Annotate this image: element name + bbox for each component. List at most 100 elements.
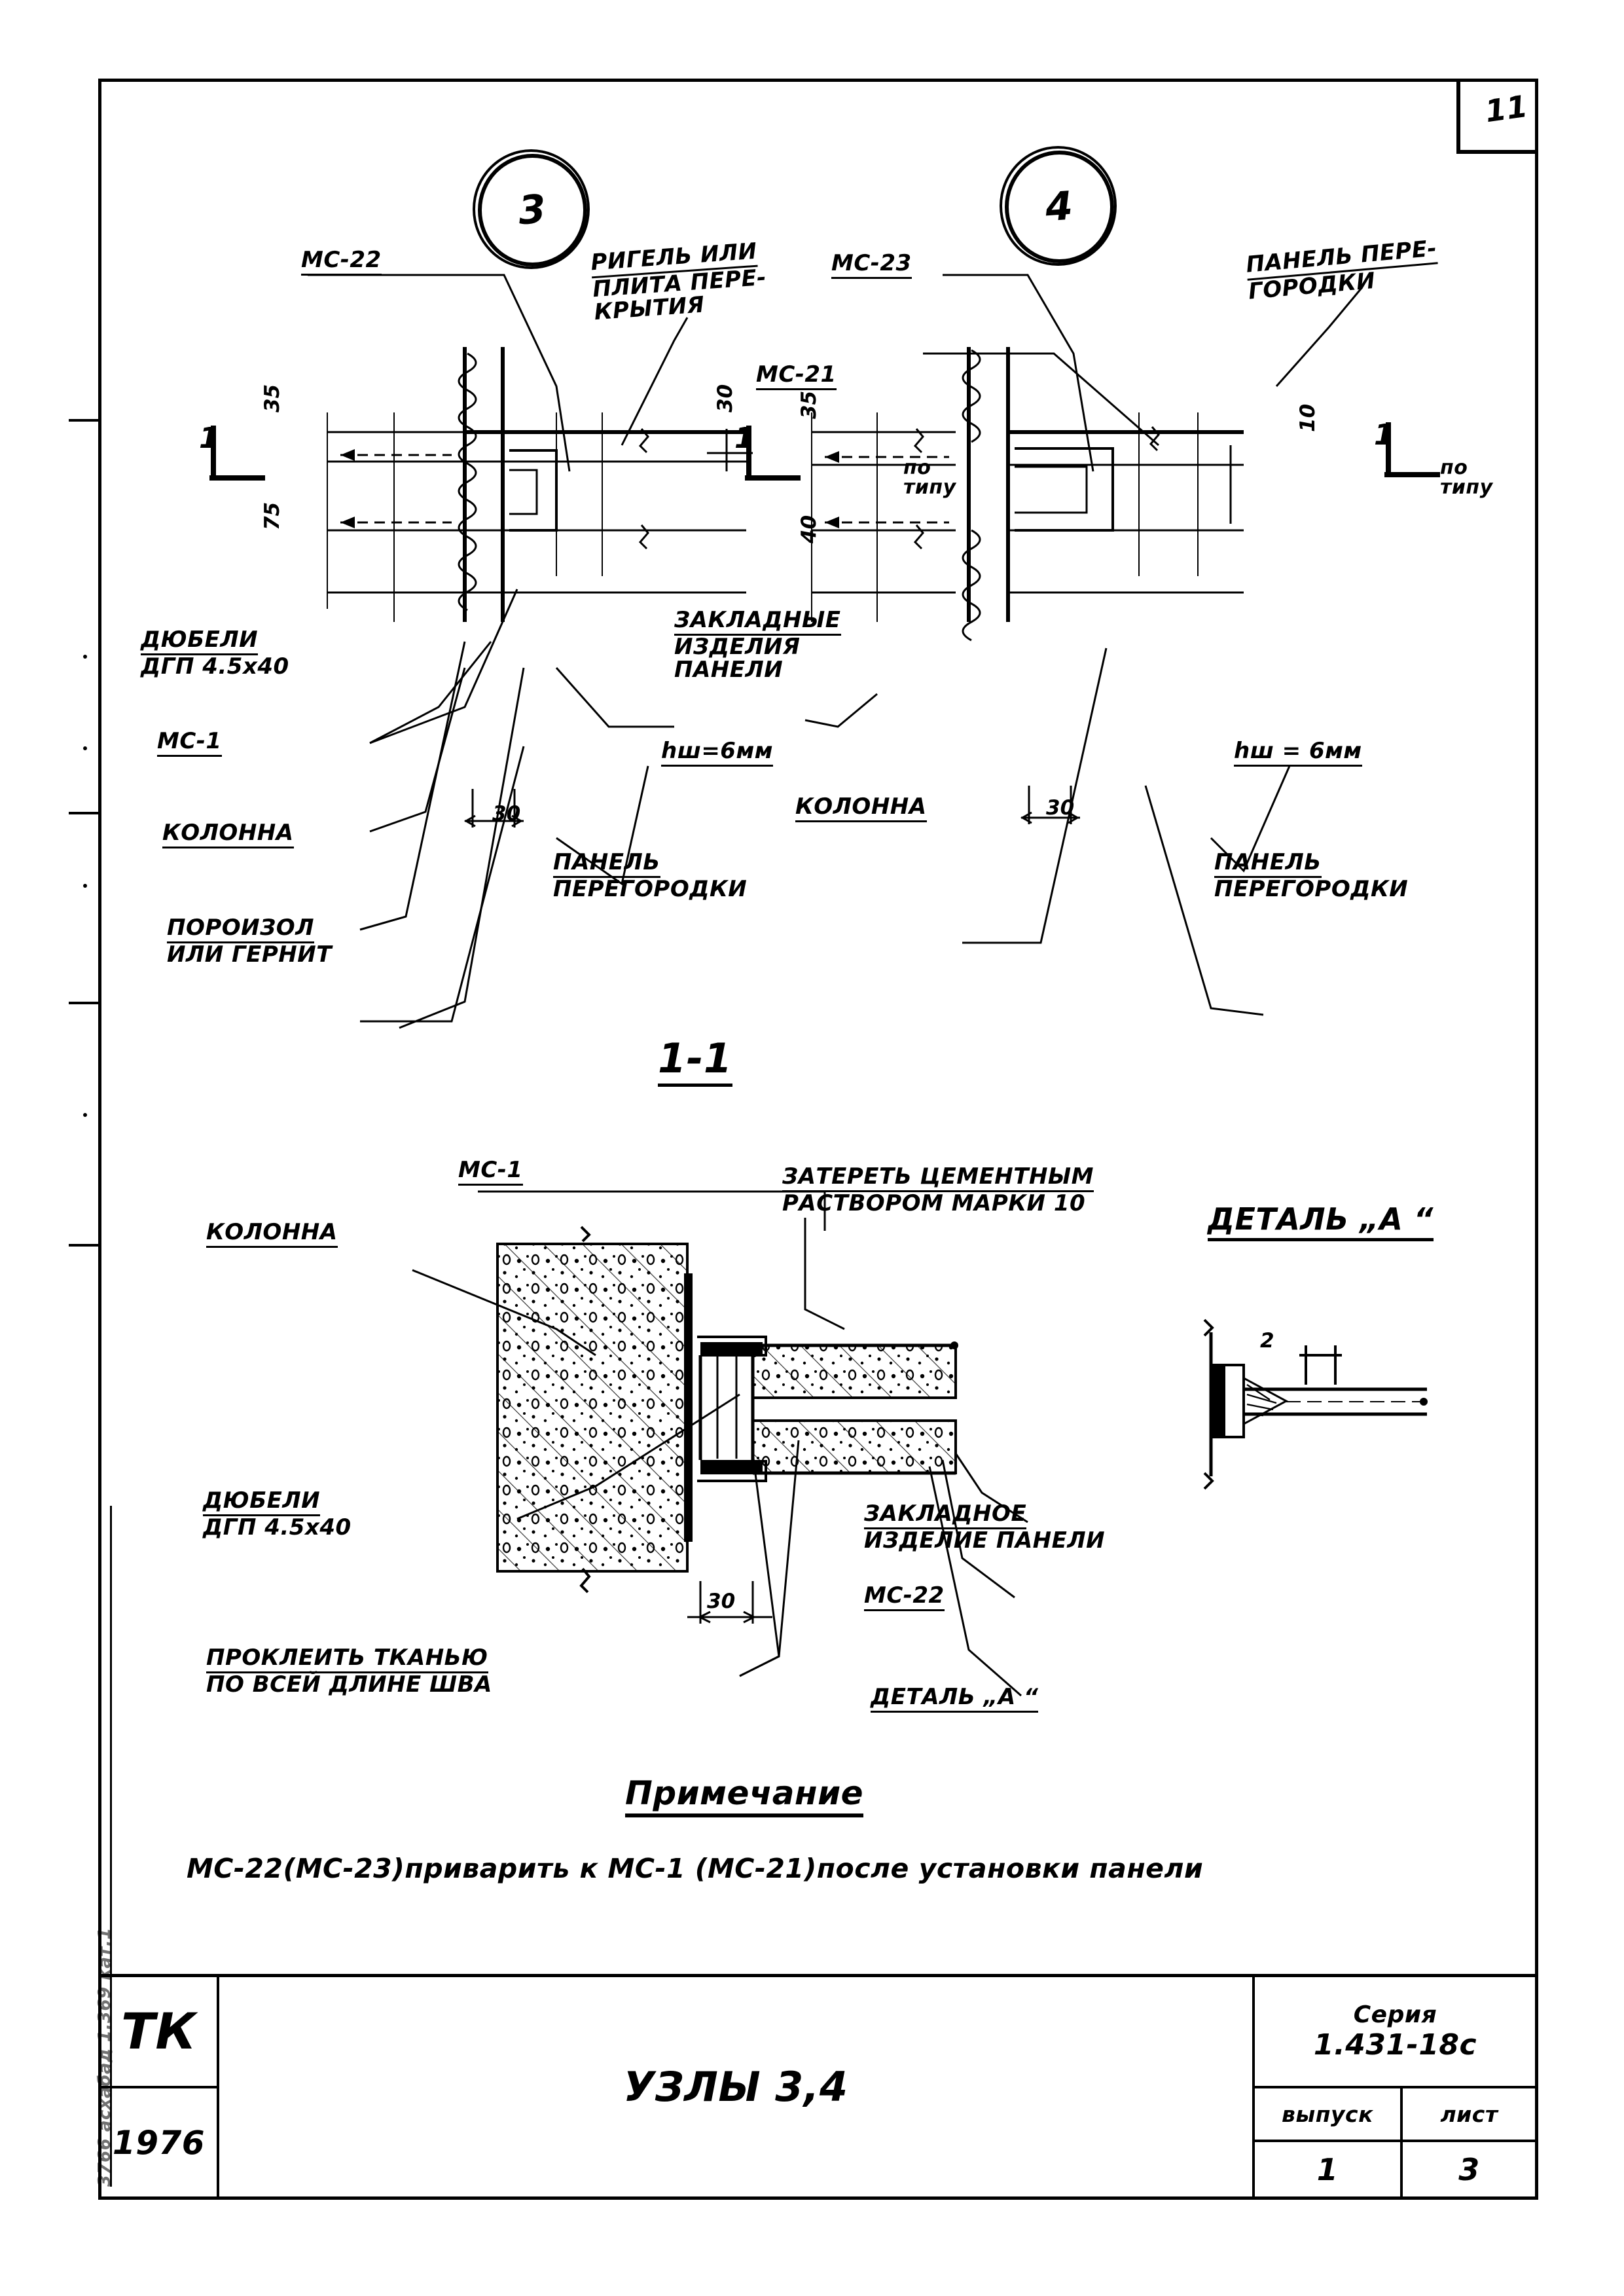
node-bubble-3-outer: [473, 149, 590, 269]
note-heading-text: Примечание: [625, 1774, 864, 1817]
label-hsh-node3: hш=6мм: [661, 739, 774, 767]
node4-po-tipu-left-line1: по: [903, 456, 931, 479]
svg-text:1: 1: [1374, 418, 1394, 452]
label-prokleit: ПРОКЛЕИТЬ ТКАНЬЮ ПО ВСЕЙ ДЛИНЕ ШВА: [206, 1646, 492, 1698]
node4-po-tipu-right: по типу: [1440, 458, 1493, 498]
title-block-year: 1976: [112, 2124, 206, 2162]
node3-geometry: [327, 347, 753, 622]
label-panel-peregorodki-right: ПАНЕЛЬ ПЕРЕГОРОДКИ: [1214, 850, 1409, 902]
label-dubeli-sec-line2: ДГП 4.5х40: [203, 1514, 352, 1540]
label-dubeli3-line2: ДГП 4.5х40: [141, 653, 289, 680]
label-zakladnoe-izdelie: ЗАКЛАДНОЕ ИЗДЕЛИЕ ПАНЕЛИ: [864, 1502, 1106, 1554]
title-block-series-label: Серия: [1353, 2001, 1437, 2028]
title-block-drawing-title: УЗЛЫ 3,4: [623, 2063, 848, 2111]
label-poroizol: ПОРОИЗОЛ ИЛИ ГЕРНИТ: [167, 916, 332, 968]
label-detail-a-ref-text: ДЕТАЛЬ „А “: [871, 1685, 1039, 1713]
label-mc1-section: МС-1: [458, 1158, 523, 1186]
label-dubeli-node3: ДЮБЕЛИ ДГП 4.5х40: [141, 628, 289, 680]
label-panel-right-line2: ПЕРЕГОРОДКИ: [1214, 875, 1409, 902]
title-block-series-cell: Серия 1.431-18с: [1252, 1974, 1538, 2088]
title-block: ТК 1976 УЗЛЫ 3,4 Серия 1.431-18с выпуск …: [98, 1974, 1538, 2200]
label-mc23-text: МС-23: [831, 251, 912, 279]
margin-dot-4: [83, 1113, 87, 1117]
label-hsh-node4-text: hш = 6мм: [1234, 739, 1362, 767]
label-zakladnoe-line1: ЗАКЛАДНОЕ: [864, 1502, 1027, 1529]
label-kolonna-node4-text: КОЛОННА: [795, 795, 927, 822]
label-zateret-line2: РАСТВОРОМ МАРКИ 10: [782, 1190, 1086, 1216]
label-poroizol-line2: ИЛИ ГЕРНИТ: [167, 941, 332, 968]
note-text: МС-22(МС-23)приварить к МС-1 (МС-21)посл…: [187, 1853, 1204, 1884]
detail-a-dim-2: 2: [1260, 1329, 1274, 1353]
title-block-sheet-header: лист: [1400, 2086, 1538, 2142]
title-block-issue-label: выпуск: [1282, 2101, 1373, 2127]
margin-stamp-rule: [110, 1506, 112, 2187]
label-panel-left-line1: ПАНЕЛЬ: [553, 850, 660, 878]
svg-text:1: 1: [734, 422, 755, 455]
label-mc22-section-text: МС-22: [864, 1584, 945, 1611]
label-panel-right-line1: ПАНЕЛЬ: [1214, 850, 1322, 878]
label-mc1-node3: МС-1: [157, 729, 222, 757]
title-block-sheet-value-cell: 3: [1400, 2140, 1538, 2200]
title-block-year-cell: 1976: [98, 2086, 219, 2200]
title-block-sheet-value: 3: [1458, 2152, 1480, 2187]
margin-dot-2: [83, 746, 87, 750]
detail-a-title-text: ДЕТАЛЬ „А “: [1208, 1201, 1434, 1241]
svg-text:1: 1: [199, 422, 219, 455]
margin-dot-1: [83, 655, 87, 659]
label-dubeli3-line1: ДЮБЕЛИ: [141, 628, 259, 655]
label-kolonna-node3: КОЛОННА: [162, 821, 294, 848]
title-block-org-cell: ТК: [98, 1974, 219, 2088]
label-kolonna-section-text: КОЛОННА: [206, 1220, 338, 1248]
label-mc22-text: МС-22: [301, 248, 382, 276]
section-1-1-title-text: 1-1: [658, 1034, 732, 1087]
title-block-sheet-label: лист: [1440, 2101, 1498, 2127]
label-hsh-node3-text: hш=6мм: [661, 739, 774, 767]
section-1-1-title: 1-1: [658, 1034, 732, 1087]
title-block-title-cell: УЗЛЫ 3,4: [217, 1974, 1255, 2200]
page-number-box: 11: [1456, 82, 1535, 154]
label-prokleit-line1: ПРОКЛЕИТЬ ТКАНЬЮ: [206, 1646, 488, 1673]
node4-geometry: [811, 347, 1244, 642]
title-block-issue-header: выпуск: [1252, 2086, 1403, 2142]
note-heading: Примечание: [625, 1774, 864, 1817]
margin-tick-2: [69, 812, 100, 814]
margin-dot-3: [83, 884, 87, 888]
label-kolonna-node3-text: КОЛОННА: [162, 821, 294, 848]
node-bubble-4-outer: [1000, 146, 1117, 266]
label-rigel: РИГЕЛЬ ИЛИ ПЛИТА ПЕРЕ- КРЫТИЯ: [590, 238, 768, 326]
margin-tick-1: [69, 419, 100, 422]
node-leader-lines: [308, 274, 1363, 1029]
margin-tick-3: [69, 1002, 100, 1004]
title-block-issue-value-cell: 1: [1252, 2140, 1403, 2200]
label-mc22-section: МС-22: [864, 1584, 945, 1611]
label-dubeli-sec-line1: ДЮБЕЛИ: [203, 1489, 321, 1516]
label-zateret-line1: ЗАТЕРЕТЬ ЦЕМЕНТНЫМ: [782, 1165, 1094, 1192]
node3-dim30-arrow: [463, 789, 524, 828]
label-zakladnye-izdeliya: ЗАКЛАДНЫЕ ИЗДЕЛИЯ ПАНЕЛИ: [674, 608, 841, 682]
section-1-1-dim-30: 30: [707, 1590, 736, 1613]
node4-po-tipu-right-line2: типу: [1440, 476, 1493, 499]
label-mc21: МС-21: [756, 363, 837, 390]
label-zakladnye-line1: ЗАКЛАДНЫЕ: [674, 608, 841, 636]
label-prokleit-line2: ПО ВСЕЙ ДЛИНЕ ШВА: [206, 1671, 492, 1698]
label-mc1-section-text: МС-1: [458, 1158, 523, 1186]
label-zakladnoe-line2: ИЗДЕЛИЕ ПАНЕЛИ: [864, 1527, 1106, 1554]
section-1-1-geometry: [496, 1226, 958, 1624]
node4-dim30-arrow: [1020, 786, 1080, 824]
detail-a-geometry: [1203, 1319, 1430, 1490]
title-block-series-value: 1.431-18с: [1313, 2028, 1477, 2062]
node4-po-tipu-left: по типу: [903, 458, 956, 498]
node4-section-mark-right: 1: [1374, 418, 1440, 477]
label-panel-peregorodki-left: ПАНЕЛЬ ПЕРЕГОРОДКИ: [553, 850, 747, 901]
detail-a-title: ДЕТАЛЬ „А “: [1208, 1201, 1434, 1241]
label-zateret: ЗАТЕРЕТЬ ЦЕМЕНТНЫМ РАСТВОРОМ МАРКИ 10: [782, 1165, 1094, 1215]
label-dubeli-section: ДЮБЕЛИ ДГП 4.5х40: [203, 1489, 352, 1539]
title-block-issue-value: 1: [1316, 2152, 1339, 2187]
margin-tick-4: [69, 1244, 100, 1247]
label-hsh-node4: hш = 6мм: [1234, 739, 1362, 767]
label-mc21-text: МС-21: [756, 363, 837, 390]
node3-section-mark: 1: [199, 422, 265, 481]
label-poroizol-line1: ПОРОИЗОЛ: [167, 916, 314, 943]
node4-section-mark-left: 1: [734, 422, 801, 481]
label-zakladnye-line2: ИЗДЕЛИЯ: [674, 633, 801, 660]
